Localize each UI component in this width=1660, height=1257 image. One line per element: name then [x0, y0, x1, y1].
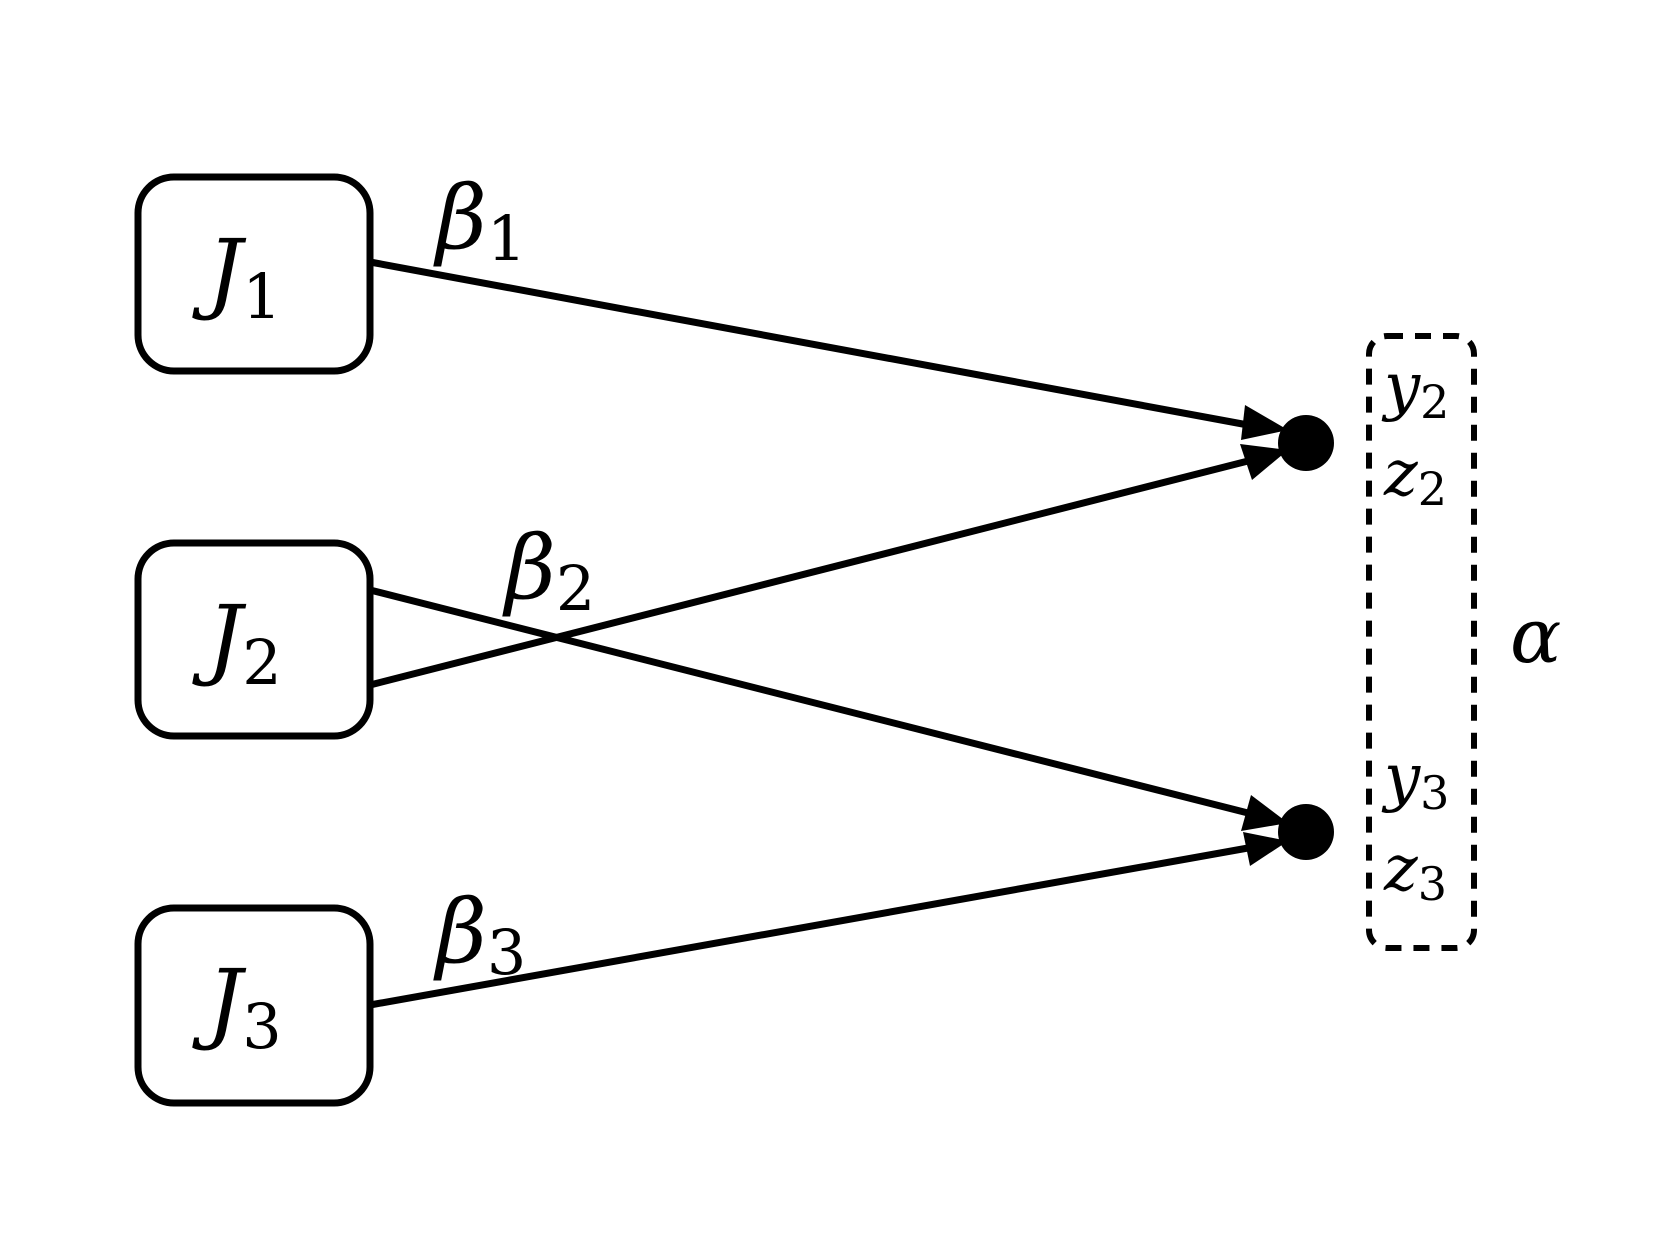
arrowhead-j2-to-target3: [1241, 795, 1288, 831]
edges: [369, 258, 1288, 1009]
edge-label-beta2: β2: [502, 516, 595, 625]
edge-j2-to-target2: [369, 457, 1249, 689]
target-var-z3: z3: [1383, 832, 1447, 911]
node-j1-box: [134, 173, 374, 375]
arrowhead-j3-to-target3: [1243, 832, 1288, 866]
target-var-y2: y2: [1381, 350, 1449, 429]
edge-label-beta3: β3: [433, 880, 526, 989]
target-point-2: [1278, 415, 1334, 471]
target-var-z2: z2: [1383, 437, 1447, 516]
edge-j1-to-target2: [369, 258, 1249, 429]
node-j3-box: [134, 904, 374, 1107]
edge-j2-to-target3: [369, 586, 1249, 817]
arrowhead-j1-to-target2: [1241, 405, 1288, 440]
node-j3: J3: [134, 904, 374, 1107]
target-point-3: [1278, 804, 1334, 860]
node-j1: J1: [134, 173, 374, 375]
node-j2: J2: [134, 539, 374, 740]
target-group-box: [1366, 333, 1477, 951]
node-j2-box: [134, 539, 374, 740]
group-label-alpha: α: [1510, 591, 1561, 680]
arrowhead-j2-to-target2: [1240, 444, 1288, 480]
target-var-y3: y3: [1381, 741, 1449, 820]
edge-label-beta1: β1: [433, 166, 526, 275]
edge-j3-to-target3: [369, 844, 1249, 1009]
